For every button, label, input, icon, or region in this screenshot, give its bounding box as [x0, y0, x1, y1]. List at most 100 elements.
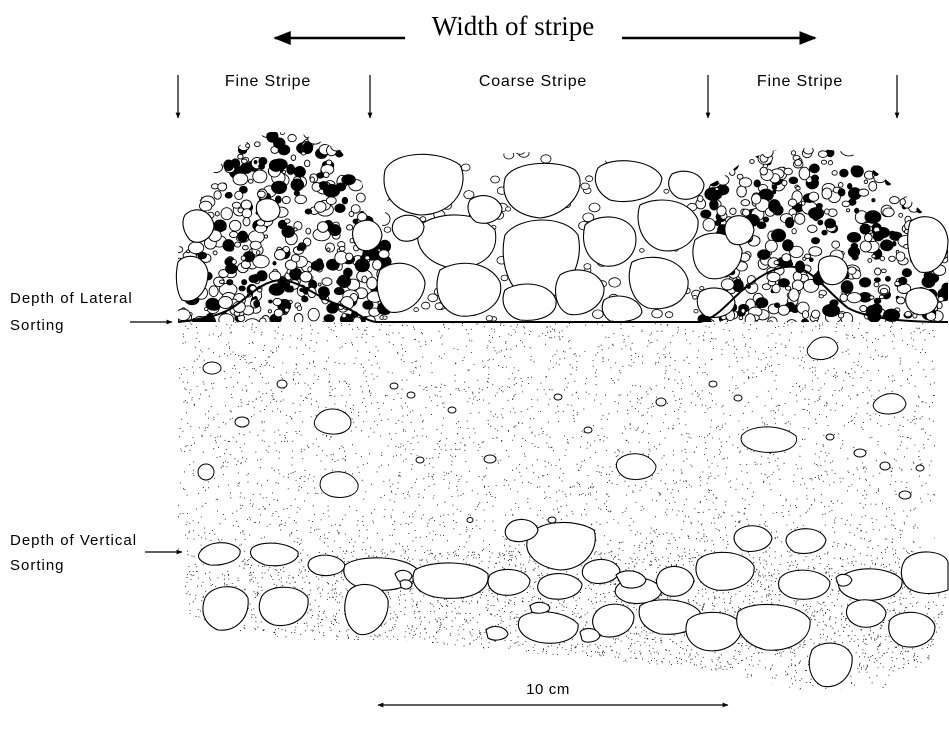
gravel-clast: [921, 179, 929, 185]
gravel-clast: [760, 167, 767, 175]
gravel-clast: [879, 295, 884, 299]
gravel-clast: [936, 152, 949, 165]
gravel-clast: [323, 129, 330, 136]
gravel-clast: [802, 311, 808, 319]
gravel-clast: [736, 148, 749, 158]
gravel-clast: [326, 139, 332, 144]
gravel-clast: [273, 298, 282, 305]
gravel-clast: [187, 250, 190, 253]
gravel-clast: [290, 228, 294, 233]
gravel-clast: [749, 154, 752, 157]
gravel-clast: [269, 284, 284, 296]
gravel-clast: [376, 196, 386, 204]
interstitial-clast: [625, 153, 635, 161]
gravel-clast: [242, 209, 252, 218]
gravel-clast: [710, 180, 719, 186]
gravel-clast: [365, 256, 370, 260]
gravel-clast: [183, 166, 187, 171]
gravel-clast: [809, 247, 822, 256]
gravel-clast: [318, 283, 321, 286]
gravel-clast: [819, 295, 823, 298]
gravel-clast: [809, 192, 819, 201]
gravel-clast: [890, 197, 900, 204]
gravel-clast: [865, 211, 881, 224]
gravel-clast: [791, 151, 795, 155]
gravel-clast: [898, 152, 904, 157]
vertical-sorting-label-line1: Depth of Vertical: [10, 532, 137, 549]
gravel-clast: [366, 152, 381, 164]
gravel-clast: [268, 310, 271, 313]
gravel-clast: [737, 174, 743, 179]
gravel-clast: [875, 268, 881, 275]
gravel-clast: [344, 268, 353, 277]
gravel-clast: [317, 259, 323, 265]
gravel-clast: [762, 147, 768, 153]
gravel-clast: [176, 162, 184, 170]
gravel-clast: [936, 159, 943, 167]
gravel-clast: [198, 252, 207, 259]
gravel-clast: [838, 189, 845, 196]
gravel-clast: [355, 146, 367, 156]
gravel-clast: [864, 180, 867, 184]
gravel-clast: [342, 175, 356, 185]
gravel-clast: [822, 230, 827, 235]
gravel-clast: [209, 162, 223, 173]
gravel-clast: [811, 175, 818, 181]
gravel-clast: [818, 220, 823, 225]
gravel-clast: [837, 137, 846, 145]
interstitial-clast: [640, 249, 645, 253]
gravel-clast: [858, 147, 864, 152]
gravel-clast: [180, 164, 187, 172]
gravel-clast: [221, 208, 232, 220]
gravel-clast: [235, 191, 243, 199]
gravel-clast: [776, 134, 781, 138]
interstitial-clast: [501, 275, 508, 281]
interstitial-clast: [506, 207, 511, 211]
gravel-clast: [282, 196, 290, 203]
interstitial-clast: [628, 150, 634, 155]
gravel-clast: [917, 207, 923, 213]
gravel-clast: [178, 197, 185, 206]
gravel-clast: [756, 298, 768, 308]
gravel-clast: [848, 267, 856, 274]
interstitial-clast: [584, 264, 591, 270]
gravel-clast: [796, 187, 800, 190]
lateral-sorting-label-line1: Depth of Lateral: [10, 290, 133, 307]
gravel-clast: [259, 164, 265, 170]
interstitial-clast: [504, 151, 514, 159]
gravel-clast: [205, 154, 210, 159]
gravel-clast: [724, 153, 730, 159]
gravel-clast: [300, 272, 312, 282]
gravel-clast: [360, 170, 368, 177]
width-of-stripe-indicator: Width of stripe: [275, 11, 815, 41]
gravel-clast: [173, 174, 186, 184]
interstitial-clast: [586, 176, 593, 182]
gravel-clast: [715, 188, 719, 191]
gravel-clast: [805, 139, 810, 143]
gravel-clast: [374, 195, 384, 202]
gravel-clast: [232, 202, 240, 208]
gravel-clast: [218, 183, 227, 191]
gravel-clast: [304, 128, 313, 138]
gravel-clast: [356, 193, 365, 202]
gravel-clast: [812, 310, 820, 318]
gravel-clast: [366, 183, 382, 195]
gravel-clast: [899, 213, 903, 217]
gravel-clast: [812, 133, 822, 141]
gravel-clast: [799, 167, 810, 180]
gravel-clast: [705, 167, 713, 175]
gravel-clast: [792, 229, 796, 234]
gravel-clast: [269, 160, 283, 172]
gravel-clast: [291, 255, 299, 262]
interstitial-clast: [515, 146, 525, 154]
gravel-clast: [822, 188, 832, 199]
gravel-clast: [752, 132, 765, 143]
gravel-clast: [179, 201, 185, 206]
gravel-clast: [295, 195, 307, 204]
interstitial-clast: [589, 203, 600, 212]
gravel-clast: [320, 182, 328, 190]
gravel-clast: [364, 163, 379, 174]
depth-of-vertical-sorting: Depth of Vertical Sorting: [10, 532, 182, 574]
interstitial-clast: [694, 310, 698, 313]
